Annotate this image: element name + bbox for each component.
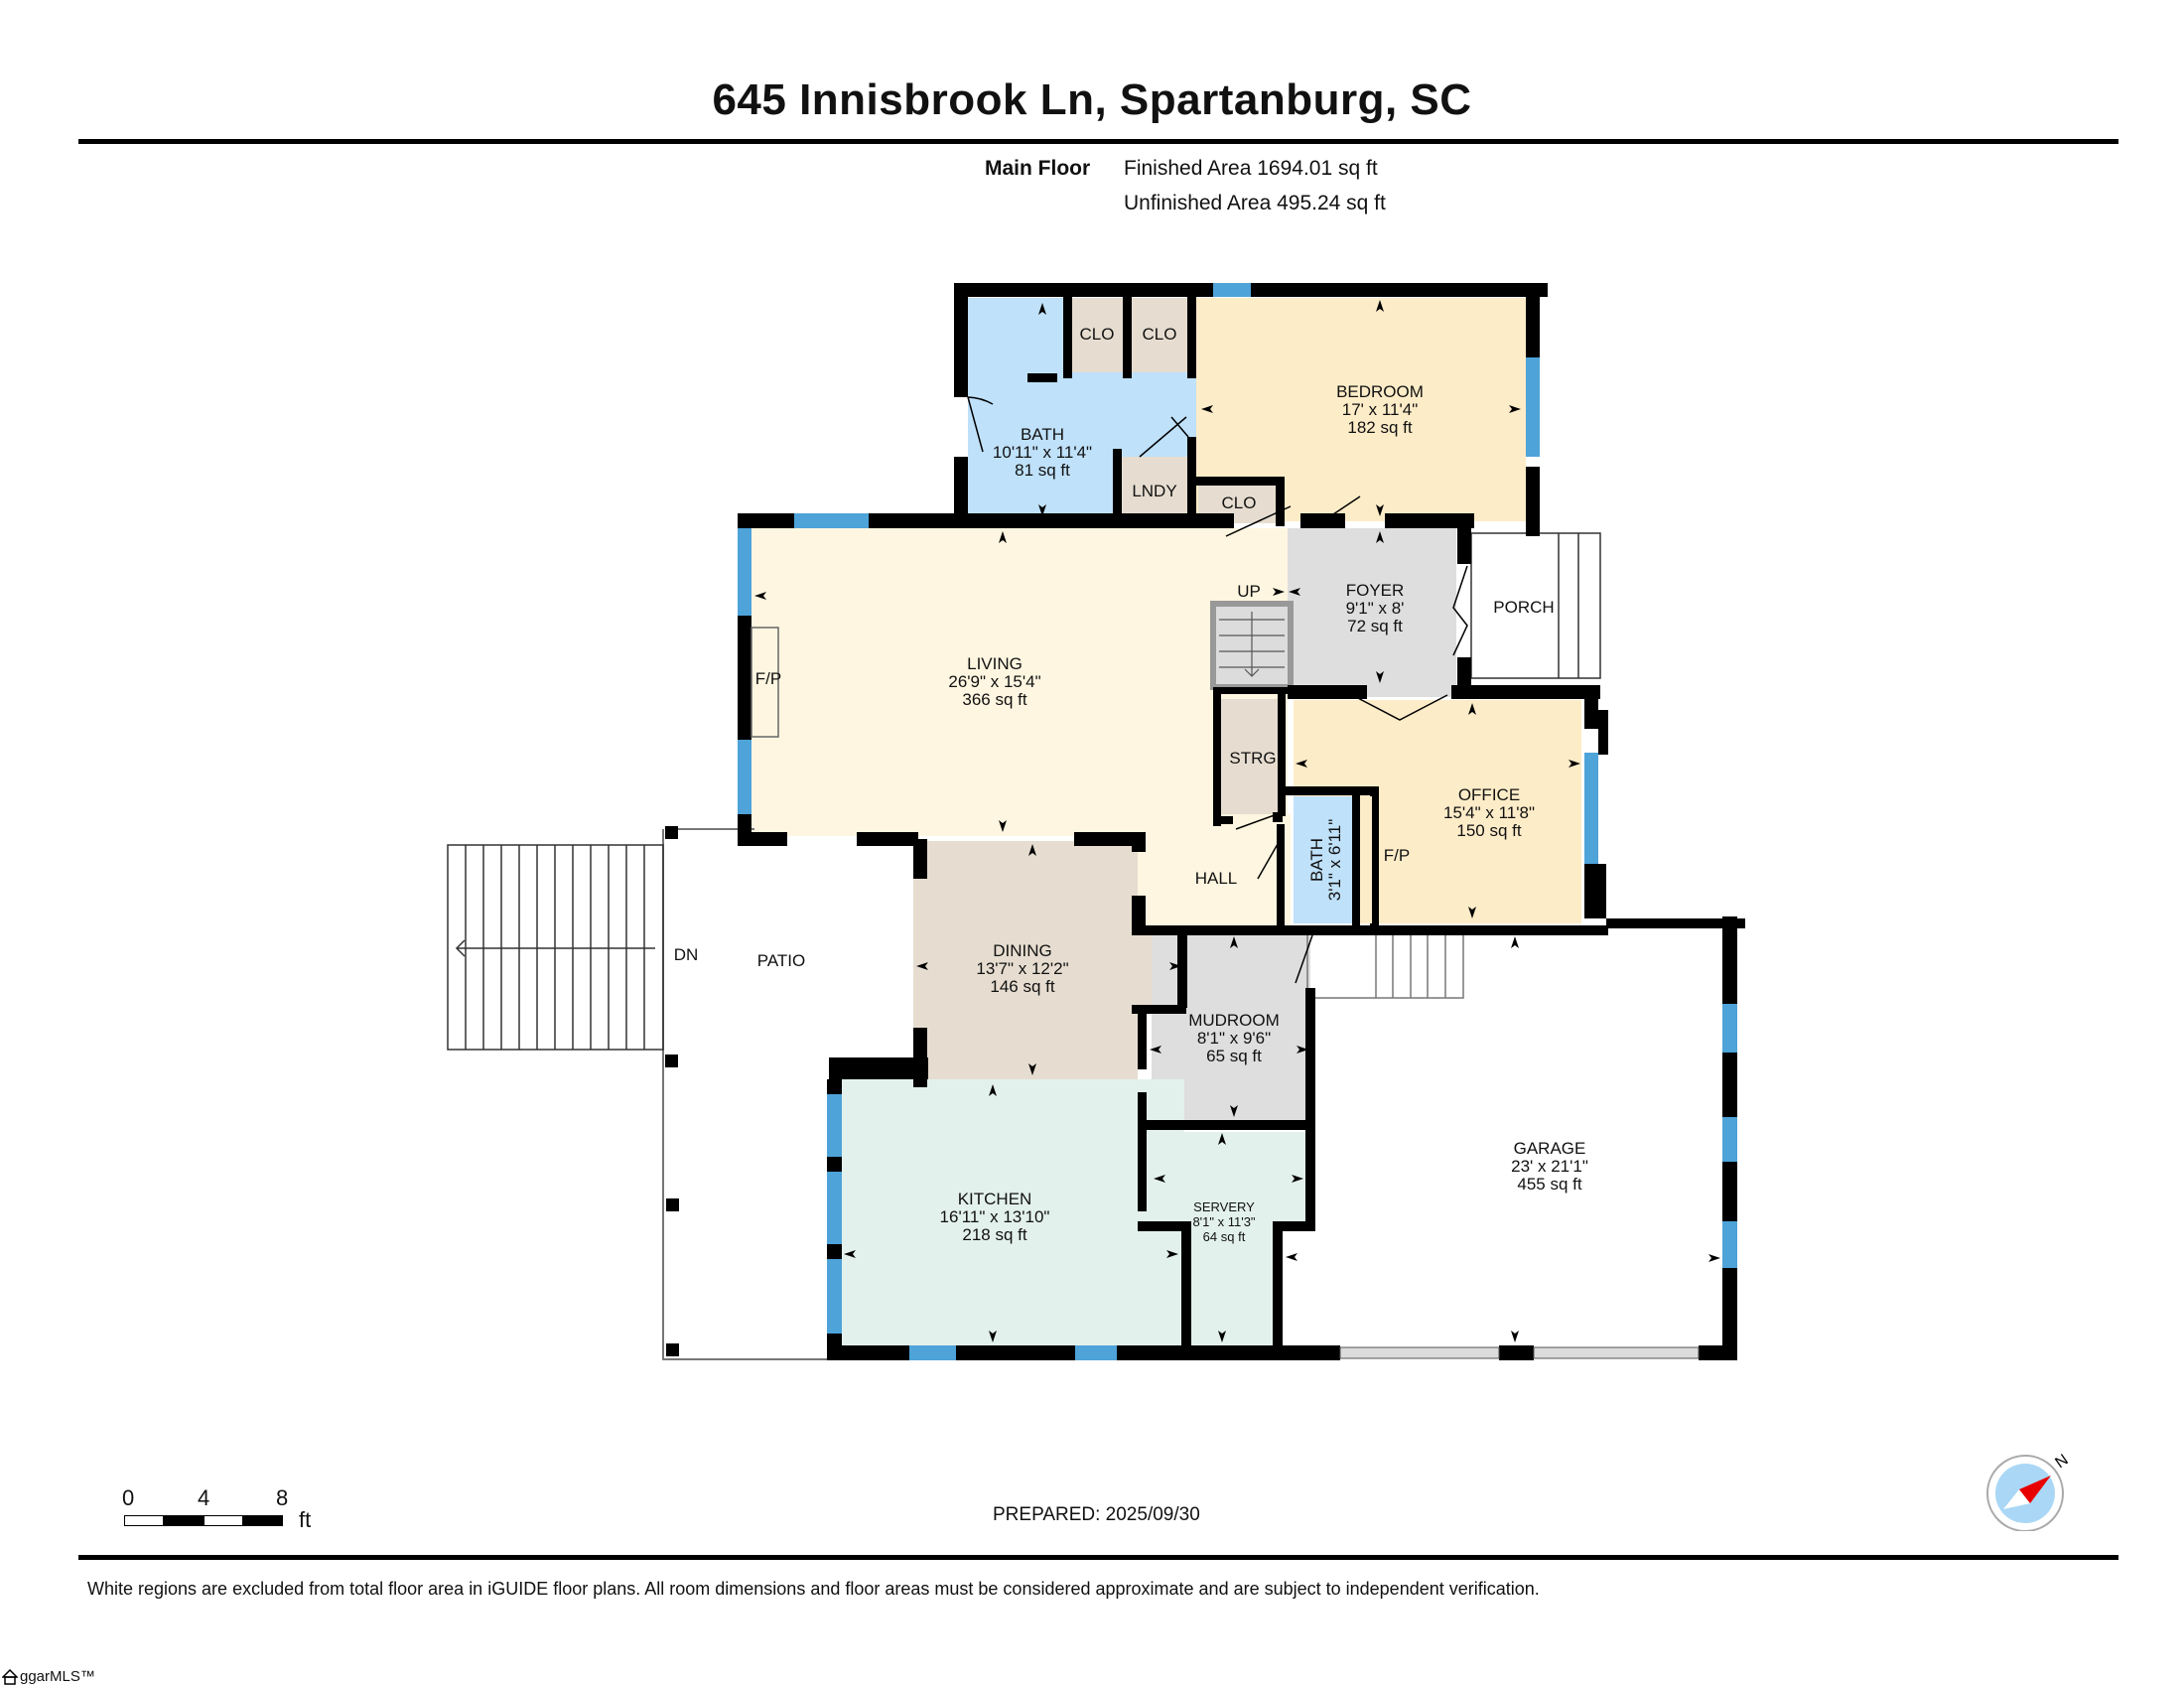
patio-label: PATIO bbox=[757, 951, 806, 970]
living-name: LIVING bbox=[967, 654, 1023, 673]
bath1-name: BATH bbox=[1021, 425, 1064, 444]
walls bbox=[738, 283, 1745, 1360]
kitchen-area: 218 sq ft bbox=[962, 1225, 1026, 1244]
closet-2-label: CLO bbox=[1143, 325, 1177, 344]
floor-label: Main Floor bbox=[985, 157, 1091, 180]
living-fireplace bbox=[751, 627, 779, 738]
garage-dims: 23' x 21'1" bbox=[1511, 1157, 1588, 1176]
house-icon bbox=[2, 1668, 18, 1685]
closet-2 bbox=[1132, 298, 1191, 372]
dining-area: 146 sq ft bbox=[990, 977, 1054, 996]
office-fireplace bbox=[1360, 796, 1372, 923]
garage-steps bbox=[1306, 927, 1464, 999]
dining-name: DINING bbox=[993, 941, 1052, 960]
room-labels: BATH 10'11" x 11'4" 81 sq ft CLO CLO LND… bbox=[674, 325, 1588, 1244]
office-dims: 15'4" x 11'8" bbox=[1443, 803, 1535, 822]
bedroom-area: 182 sq ft bbox=[1347, 418, 1412, 437]
garage-doors bbox=[1339, 1346, 1700, 1359]
foyer-area: 72 sq ft bbox=[1347, 617, 1403, 635]
hall-label: HALL bbox=[1195, 869, 1238, 888]
office-name: OFFICE bbox=[1458, 785, 1520, 804]
servery-name: SERVERY bbox=[1193, 1199, 1255, 1214]
laundry-area bbox=[1118, 457, 1192, 522]
patio-posts bbox=[665, 826, 679, 1356]
closet-3-label: CLO bbox=[1222, 493, 1257, 512]
disclaimer: White regions are excluded from total fl… bbox=[87, 1579, 1540, 1599]
stairs-up-label: UP bbox=[1237, 582, 1261, 601]
living-area: 366 sq ft bbox=[962, 690, 1026, 709]
porch bbox=[1470, 532, 1601, 679]
dining-dims: 13'7" x 12'2" bbox=[976, 959, 1068, 978]
scale-tick-0: 0 bbox=[122, 1485, 135, 1510]
scale-segment bbox=[164, 1515, 204, 1526]
bath2-area bbox=[1294, 796, 1355, 923]
scale-segment bbox=[124, 1515, 164, 1526]
living-area bbox=[751, 528, 1288, 836]
closet-1-label: CLO bbox=[1080, 325, 1115, 344]
scale-unit: ft bbox=[299, 1507, 312, 1532]
office-area: 150 sq ft bbox=[1456, 821, 1521, 840]
servery-dims: 8'1" x 11'3" bbox=[1192, 1214, 1255, 1229]
storage-label: STRG bbox=[1229, 749, 1276, 768]
bedroom-dims: 17' x 11'4" bbox=[1342, 400, 1418, 419]
unfinished-area: Unfinished Area 495.24 sq ft bbox=[1124, 192, 1386, 214]
bath1-dims: 10'11" x 11'4" bbox=[993, 443, 1092, 462]
finished-area: Finished Area 1694.01 sq ft bbox=[1124, 157, 1378, 180]
mls-logo-text: ggarMLS™ bbox=[20, 1668, 95, 1685]
kitchen-dims: 16'11" x 13'10" bbox=[940, 1207, 1050, 1226]
mls-logo: ggarMLS™ bbox=[2, 1668, 95, 1685]
mudroom-dims: 8'1" x 9'6" bbox=[1197, 1029, 1271, 1048]
kitchen-area bbox=[842, 1079, 1184, 1352]
header-divider bbox=[78, 139, 2118, 144]
foyer-area bbox=[1288, 528, 1456, 697]
garage-name: GARAGE bbox=[1514, 1139, 1586, 1158]
door-swings bbox=[967, 396, 1468, 984]
living-fireplace-label: F/P bbox=[755, 669, 781, 688]
footer-divider bbox=[78, 1555, 2118, 1560]
closet-1 bbox=[1072, 298, 1124, 372]
page-title: 645 Innisbrook Ln, Spartanburg, SC bbox=[712, 75, 1472, 124]
garage-area: 455 sq ft bbox=[1517, 1175, 1581, 1194]
windows bbox=[738, 283, 1737, 1360]
laundry-label: LNDY bbox=[1132, 482, 1176, 500]
bath2-dims: 3'1" x 6'11" bbox=[1325, 819, 1344, 902]
compass-icon: N bbox=[1986, 1452, 2071, 1531]
hall-area bbox=[1132, 814, 1291, 925]
servery-area: 64 sq ft bbox=[1203, 1229, 1246, 1244]
bath1-area: 81 sq ft bbox=[1015, 461, 1070, 480]
dimension-markers bbox=[754, 300, 1720, 1342]
mudroom-name: MUDROOM bbox=[1188, 1011, 1280, 1030]
bath2-name: BATH bbox=[1307, 838, 1326, 882]
patio bbox=[662, 828, 827, 1360]
living-dims: 26'9" x 15'4" bbox=[948, 672, 1040, 691]
office-fireplace-label: F/P bbox=[1384, 846, 1410, 865]
servery-area bbox=[1152, 1132, 1310, 1226]
stairs-down-label: DN bbox=[674, 945, 699, 964]
scale-segment bbox=[204, 1515, 243, 1526]
kitchen-name: KITCHEN bbox=[958, 1190, 1032, 1208]
exterior-stairs-down bbox=[447, 844, 664, 1051]
prepared-date: PREPARED: 2025/09/30 bbox=[993, 1504, 1200, 1525]
foyer-dims: 9'1" x 8' bbox=[1346, 599, 1405, 618]
room-fills bbox=[751, 298, 1581, 1352]
compass-north-label: N bbox=[2052, 1452, 2071, 1472]
scale-tick-4: 4 bbox=[198, 1485, 210, 1510]
dining-area bbox=[913, 841, 1138, 1079]
storage-area bbox=[1219, 699, 1281, 814]
foyer-name: FOYER bbox=[1346, 581, 1405, 600]
scale-tick-8: 8 bbox=[276, 1485, 289, 1510]
bedroom-name: BEDROOM bbox=[1336, 382, 1424, 401]
scale-segment bbox=[243, 1515, 283, 1526]
mudroom-area: 65 sq ft bbox=[1206, 1047, 1262, 1065]
porch-label: PORCH bbox=[1493, 598, 1554, 617]
